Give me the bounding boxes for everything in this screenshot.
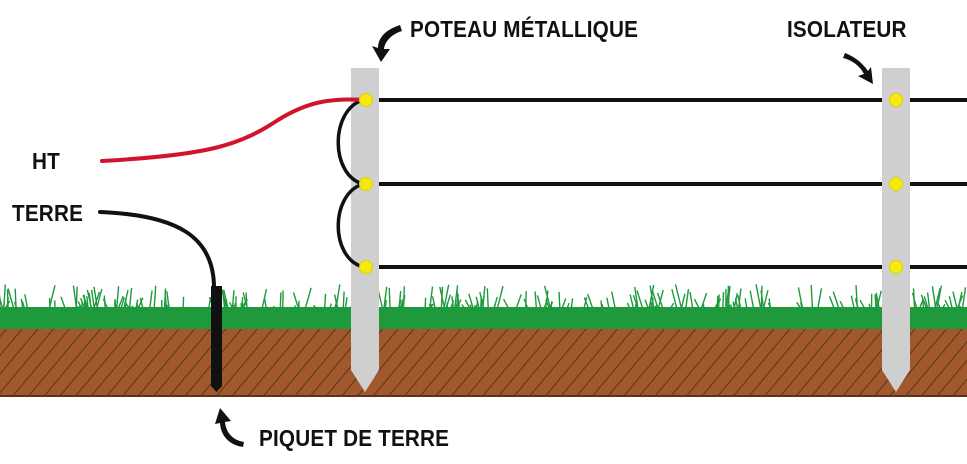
earth-stake — [211, 286, 222, 392]
curved-arrow-icon — [372, 25, 402, 62]
ht-wire — [100, 97, 368, 163]
metal-post — [351, 68, 379, 392]
soil — [0, 327, 967, 397]
earth-stake-label: PIQUET DE TERRE — [259, 425, 450, 451]
jumper-loops — [336, 98, 364, 269]
insulator — [889, 177, 903, 191]
metal-post-label: POTEAU MÉTALLIQUE — [410, 16, 639, 42]
curved-arrow-icon — [843, 53, 873, 84]
insulator — [889, 93, 903, 107]
ht-label: HT — [32, 148, 60, 174]
earth-label: TERRE — [12, 200, 84, 226]
insulator-label: ISOLATEUR — [787, 16, 907, 42]
insulators — [359, 93, 903, 274]
insulator-post — [882, 68, 910, 392]
insulator — [889, 260, 903, 274]
insulator — [359, 260, 373, 274]
grass — [0, 284, 967, 329]
insulator — [359, 93, 373, 107]
curved-arrow-icon — [215, 408, 244, 447]
fence-wires — [366, 98, 967, 269]
insulator — [359, 177, 373, 191]
earth-wire — [98, 210, 217, 292]
